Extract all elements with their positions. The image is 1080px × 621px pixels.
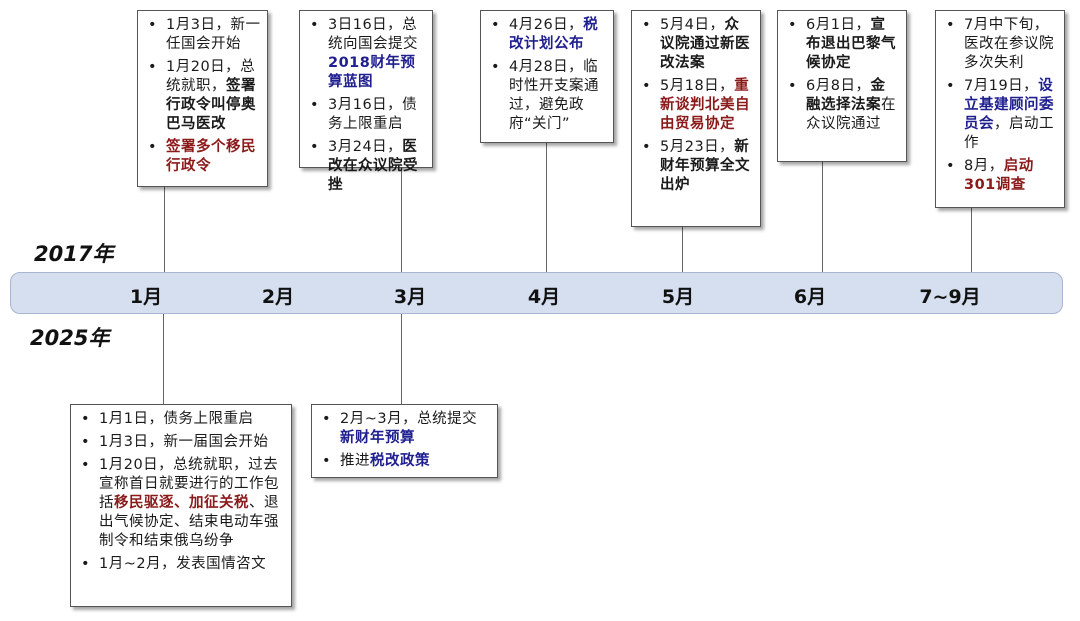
event-text: 1月20日，总统就职，过去宣称首日就要进行的工作包括 [99,457,279,511]
event-item: 1月1日，债务上限重启 [77,410,285,429]
connector-line [164,187,165,272]
event-text: 6月8日， [806,78,871,94]
event-box-2017-may: 5月4日，众议院通过新医改法案5月18日，重新谈判北美自由贸易协定5月23日，新… [631,10,761,227]
month-label: 1月 [129,286,163,308]
event-text: 5月23日， [660,139,735,155]
event-list: 6月1日，宣布退出巴黎气候协定6月8日，金融选择法案在众议院通过 [784,16,900,134]
event-item: 1月3日，新一任国会开始 [144,16,261,54]
event-text: 1月~2月，发表国情咨文 [99,556,267,572]
month-label: 2月 [261,286,295,308]
event-item: 推进税改政策 [318,452,491,471]
event-text: 1月20日，总统就职， [166,59,256,94]
event-item: 7月中下旬，医改在参议院多次失利 [942,16,1058,73]
event-item: 6月1日，宣布退出巴黎气候协定 [784,16,900,73]
event-item: 3月24日，医改在众议院受挫 [306,138,426,195]
event-text: 8月， [964,158,1004,174]
event-text: 金融选择法案 [806,78,886,113]
event-text: 3日16日，总统向国会提交 [328,17,418,52]
event-item: 7月19日，设立基建顾问委员会，启动工作 [942,77,1058,153]
event-box-2017-apr: 4月26日，税改计划公布 4月28日，临时性开支案通过，避免政府“关门” [480,10,614,143]
event-item: 6月8日，金融选择法案在众议院通过 [784,77,900,134]
event-list: 4月26日，税改计划公布 4月28日，临时性开支案通过，避免政府“关门” [487,16,607,134]
connector-line [971,208,972,272]
year-label-2017: 2017年 [34,242,114,266]
event-text: 宣布退出巴黎气候协定 [806,17,896,71]
event-item: 1月3日，新一届国会开始 [77,433,285,452]
event-text: 税改计划公布 [509,17,599,52]
event-text: 推进 [340,453,370,469]
event-box-2017-jul-sep: 7月中下旬，医改在参议院多次失利 7月19日，设立基建顾问委员会，启动工作 8月，启… [935,10,1065,208]
event-box-2017-jun: 6月1日，宣布退出巴黎气候协定6月8日，金融选择法案在众议院通过 [777,10,907,162]
event-item: 2月~3月，总统提交新财年预算 [318,410,491,448]
event-item: 5月18日，重新谈判北美自由贸易协定 [638,77,754,134]
event-item: 1月20日，总统就职，签署行政令叫停奥巴马医改 [144,58,261,134]
event-box-2025-jan: 1月1日，债务上限重启 1月3日，新一届国会开始 1月20日，总统就职，过去宣称首日… [70,404,292,607]
event-box-2017-mar: 3日16日，总统向国会提交2018财年预算蓝图 3月16日，债务上限重启 3月24日… [299,10,433,193]
event-item: 1月~2月，发表国情咨文 [77,555,285,574]
event-item: 4月28日，临时性开支案通过，避免政府“关门” [487,58,607,134]
event-text: 重新谈判北美自由贸易协定 [660,78,750,132]
event-text: 众议院通过新医改法案 [660,17,750,71]
event-text: 2018财年预算蓝图 [328,55,416,90]
connector-line [401,314,402,404]
connector-line [822,162,823,272]
event-list: 1月1日，债务上限重启 1月3日，新一届国会开始 1月20日，总统就职，过去宣称首日… [77,410,285,574]
event-text: 6月1日， [806,17,871,33]
event-text: 4月28日，临时性开支案通过，避免政府“关门” [509,59,599,132]
event-text: 4月26日， [509,17,584,33]
event-item: 3月16日，债务上限重启 [306,96,426,134]
connector-line [401,168,402,272]
timeline-bar [10,272,1063,314]
event-box-2025-feb-mar: 2月~3月，总统提交新财年预算推进税改政策 [311,404,498,478]
event-text: 设立基建顾问委员会 [964,78,1054,132]
event-item: 5月4日，众议院通过新医改法案 [638,16,754,73]
event-item: 4月26日，税改计划公布 [487,16,607,54]
event-text: 启动301调查 [964,158,1034,193]
event-list: 2月~3月，总统提交新财年预算推进税改政策 [318,410,491,471]
event-list: 5月4日，众议院通过新医改法案5月18日，重新谈判北美自由贸易协定5月23日，新… [638,16,754,195]
event-item: 1月20日，总统就职，过去宣称首日就要进行的工作包括移民驱逐、加征关税、退出气候… [77,456,285,551]
event-text: 签署行政令叫停奥巴马医改 [166,78,256,132]
event-text: 移民驱逐、加征关税 [114,495,249,511]
event-text: 、退出气候协定、结束电动车强制令和结束俄乌纷争 [99,495,279,549]
event-text: 签署多个移民行政令 [166,139,256,174]
event-text: 5月4日， [660,17,725,33]
event-box-2017-jan: 1月3日，新一任国会开始 1月20日，总统就职，签署行政令叫停奥巴马医改签署多个移… [137,10,268,187]
event-text: 7月19日， [964,78,1039,94]
event-item: 3日16日，总统向国会提交2018财年预算蓝图 [306,16,426,92]
event-text: 1月1日，债务上限重启 [99,411,254,427]
event-list: 7月中下旬，医改在参议院多次失利 7月19日，设立基建顾问委员会，启动工作 8月，启… [942,16,1058,195]
connector-line [682,227,683,272]
event-list: 3日16日，总统向国会提交2018财年预算蓝图 3月16日，债务上限重启 3月24日… [306,16,426,195]
month-label: 6月 [793,286,827,308]
event-text: 在众议院通过 [806,97,896,132]
event-text: 5月18日， [660,78,735,94]
month-label: 4月 [527,286,561,308]
event-text: 1月3日，新一任国会开始 [166,17,261,52]
event-text: 1月3日，新一届国会开始 [99,434,269,450]
month-label: 5月 [661,286,695,308]
event-item: 签署多个移民行政令 [144,138,261,176]
event-item: 5月23日，新财年预算全文出炉 [638,138,754,195]
event-text: 新财年预算 [340,430,415,446]
month-label: 3月 [393,286,427,308]
event-list: 1月3日，新一任国会开始 1月20日，总统就职，签署行政令叫停奥巴马医改签署多个移… [144,16,261,176]
event-text: 税改政策 [370,453,430,469]
year-label-2025: 2025年 [30,326,110,350]
event-text: 7月中下旬，医改在参议院多次失利 [964,17,1054,71]
event-text: 3月16日，债务上限重启 [328,97,418,132]
event-item: 8月，启动301调查 [942,157,1058,195]
event-text: 新财年预算全文出炉 [660,139,750,193]
connector-line [163,314,164,404]
connector-line [546,143,547,272]
event-text: 3月24日， [328,139,403,155]
event-text: ，启动工作 [964,116,1054,151]
month-label: 7~9月 [919,286,981,308]
event-text: 医改在众议院受挫 [328,139,418,193]
event-text: 2月~3月，总统提交 [340,411,478,427]
